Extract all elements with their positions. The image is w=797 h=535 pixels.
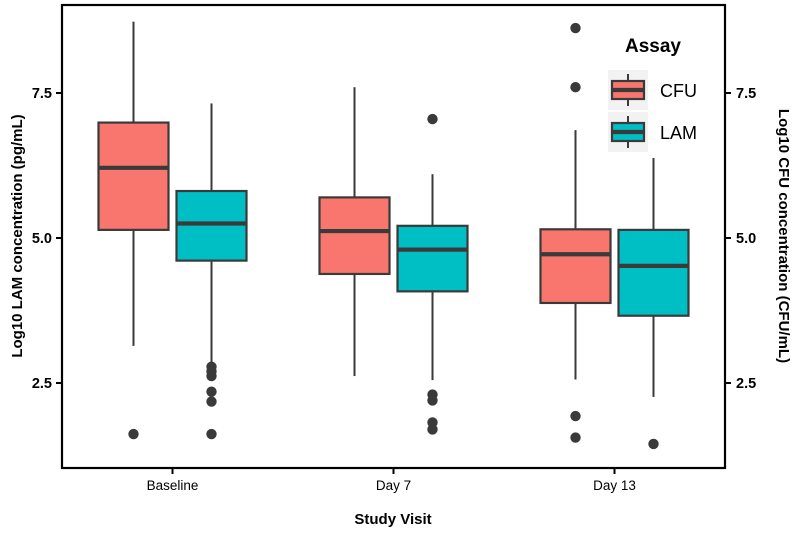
- plot-data-layer: [97, 21, 690, 450]
- outlier-point: [206, 370, 217, 382]
- y-tick-label: 5.0: [32, 231, 52, 247]
- legend-item-cfu[interactable]: CFU: [608, 70, 697, 110]
- x-tick-label-2: Day 13: [593, 478, 636, 493]
- outlier-point: [206, 396, 217, 407]
- y-tick-label: 2.5: [32, 376, 52, 392]
- x-axis-title: Study Visit: [354, 511, 431, 528]
- y2-axis-title: Log10 CFU concentration (CFU/mL): [775, 109, 792, 363]
- box-body: [539, 228, 612, 305]
- outlier-point: [570, 82, 581, 93]
- box-body: [318, 196, 391, 276]
- y2-tick-label: 7.5: [736, 86, 756, 102]
- outlier-point: [206, 386, 217, 397]
- outlier-point: [427, 113, 438, 125]
- box-group-cfu-2: [539, 22, 612, 443]
- outlier-point: [128, 428, 139, 440]
- outlier-point: [570, 432, 581, 443]
- outlier-point: [570, 22, 581, 34]
- box-body: [396, 224, 469, 293]
- y-axis-title: Log10 LAM concentration (pg/mL): [9, 114, 26, 357]
- outlier-point: [427, 395, 438, 406]
- box-body: [97, 121, 170, 231]
- box-group-lam-0: [175, 103, 248, 440]
- y2-tick-label: 2.5: [736, 376, 756, 392]
- outlier-point: [570, 410, 581, 422]
- x-tick-label-1: Day 7: [376, 478, 411, 493]
- y-tick-label: 7.5: [32, 86, 52, 102]
- box-group-lam-2: [617, 157, 690, 450]
- legend-item-label: LAM: [660, 123, 697, 143]
- box-group-lam-1: [396, 113, 469, 435]
- box-body: [617, 228, 690, 317]
- legend-item-label: CFU: [660, 81, 697, 101]
- outlier-point: [427, 424, 438, 435]
- x-tick-label-0: Baseline: [147, 478, 199, 493]
- legend-item-lam[interactable]: LAM: [608, 112, 697, 152]
- outlier-point: [648, 438, 659, 450]
- outlier-point: [206, 428, 217, 440]
- legend-title: Assay: [625, 36, 681, 57]
- box-group-cfu-1: [318, 87, 391, 377]
- box-group-cfu-0: [97, 21, 170, 440]
- y2-tick-label: 5.0: [736, 231, 756, 247]
- box-body: [175, 189, 248, 262]
